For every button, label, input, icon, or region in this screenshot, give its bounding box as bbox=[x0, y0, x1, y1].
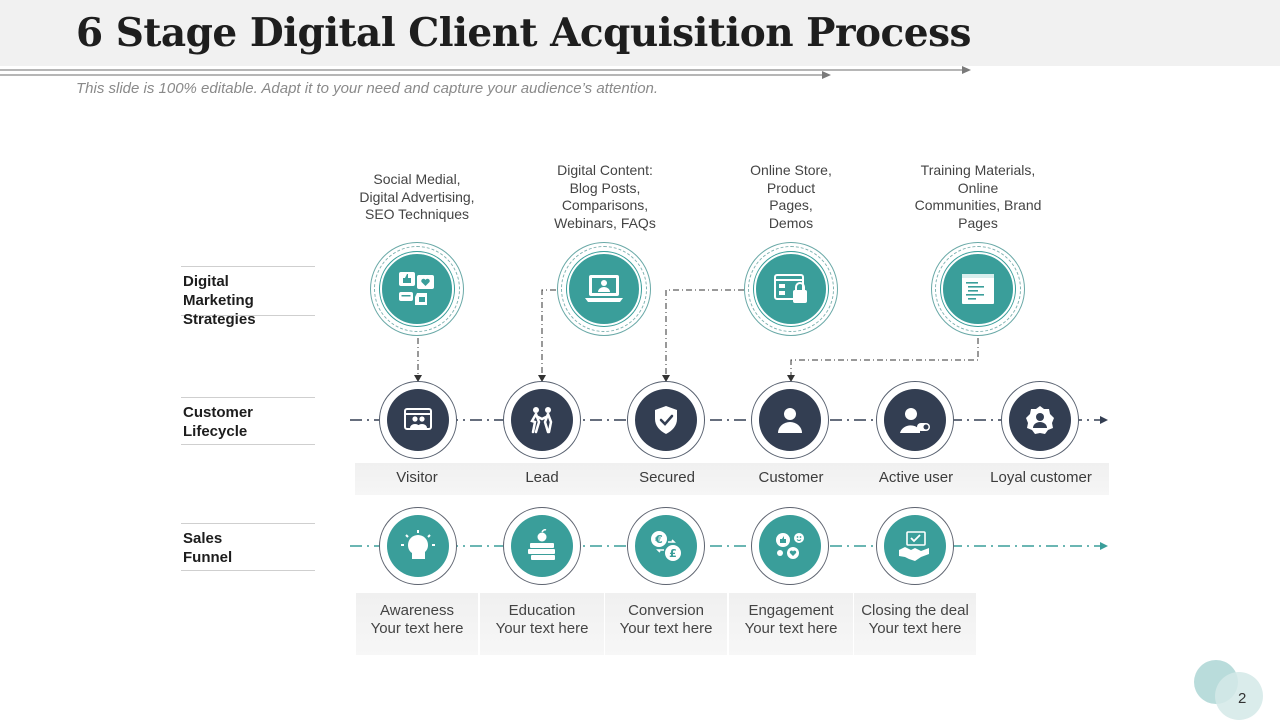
lifecycle-arrow-head bbox=[1100, 416, 1108, 424]
funnel-label-engagement-sub: Your text here bbox=[744, 620, 838, 637]
funnel-label-awareness: Awareness Your text here bbox=[356, 593, 478, 655]
loyal-customer-icon bbox=[1026, 406, 1054, 434]
funnel-circle-education bbox=[503, 507, 581, 585]
title-arrow-head-1 bbox=[962, 66, 971, 74]
connector-4 bbox=[790, 338, 979, 375]
lifecycle-circle-visitor bbox=[379, 381, 457, 459]
connector-2-head bbox=[538, 375, 546, 382]
svg-text:€: € bbox=[654, 533, 663, 546]
row-label-digital: Digital Marketing Strategies bbox=[181, 266, 315, 328]
social-media-icon bbox=[399, 272, 434, 305]
row-label-funnel: Sales Funnel bbox=[181, 523, 315, 571]
lifecycle-label-customer: Customer bbox=[729, 463, 853, 495]
funnel-circle-conversion: € £ bbox=[627, 507, 705, 585]
page-circle-2 bbox=[1215, 672, 1263, 720]
page-subtitle: This slide is 100% editable. Adapt it to… bbox=[76, 80, 659, 97]
strategy-circle-1 bbox=[370, 242, 464, 336]
funnel-label-education: Education Your text here bbox=[480, 593, 604, 655]
row-label-funnel-text: Sales Funnel bbox=[183, 530, 233, 566]
funnel-label-awareness-sub: Your text here bbox=[370, 620, 464, 637]
lead-icon bbox=[530, 407, 553, 434]
laptop-presenter-icon bbox=[585, 275, 623, 302]
row-label-lifecycle: Customer Lifecycle bbox=[181, 397, 315, 445]
reactions-icon bbox=[776, 533, 804, 559]
funnel-label-conversion-sub: Your text here bbox=[619, 620, 713, 637]
page-number: 2 bbox=[1238, 690, 1247, 707]
handshake-icon bbox=[899, 531, 929, 561]
active-user-icon bbox=[900, 408, 930, 433]
row-label-lifecycle-text: Customer Lifecycle bbox=[183, 404, 254, 440]
lifecycle-label-active-user: Active user bbox=[848, 463, 984, 495]
funnel-label-closing-deal-sub: Your text here bbox=[868, 620, 962, 637]
funnel-label-closing-deal: Closing the deal Your text here bbox=[854, 593, 976, 655]
connector-3 bbox=[665, 289, 744, 375]
lifecycle-circle-active-user bbox=[876, 381, 954, 459]
visitor-icon bbox=[404, 408, 432, 430]
lifecycle-circle-lead bbox=[503, 381, 581, 459]
funnel-label-conversion-title: Conversion bbox=[628, 602, 704, 619]
strategy-circle-2 bbox=[557, 242, 651, 336]
funnel-label-education-title: Education bbox=[508, 602, 576, 619]
lifecycle-label-visitor: Visitor bbox=[355, 463, 479, 495]
connector-1-head bbox=[414, 375, 422, 382]
title-bar bbox=[0, 0, 1280, 66]
lifecycle-circle-loyal-customer bbox=[1001, 381, 1079, 459]
funnel-circle-closing-deal bbox=[876, 507, 954, 585]
lifecycle-label-loyal-customer: Loyal customer bbox=[973, 463, 1109, 495]
funnel-circle-engagement bbox=[751, 507, 829, 585]
funnel-arrow-head bbox=[1100, 542, 1108, 550]
user-icon bbox=[778, 408, 802, 433]
books-apple-icon bbox=[528, 529, 555, 560]
idea-head-icon bbox=[401, 530, 435, 559]
lifecycle-circle-customer bbox=[751, 381, 829, 459]
lifecycle-circle-secured bbox=[627, 381, 705, 459]
connector-3-head bbox=[662, 375, 670, 382]
strategy-text-4: Training Materials, Online Communities, … bbox=[914, 162, 1042, 231]
funnel-label-awareness-title: Awareness bbox=[380, 602, 454, 619]
funnel-circle-awareness bbox=[379, 507, 457, 585]
strategy-circle-3 bbox=[744, 242, 838, 336]
funnel-label-engagement: Engagement Your text here bbox=[729, 593, 853, 655]
page-title: 6 Stage Digital Client Acquisition Proce… bbox=[76, 10, 972, 56]
online-store-icon bbox=[774, 274, 807, 303]
connector-4-head bbox=[787, 375, 795, 382]
funnel-label-education-sub: Your text here bbox=[495, 620, 589, 637]
strategy-text-3: Online Store, Product Pages, Demos bbox=[750, 162, 832, 231]
lifecycle-label-secured: Secured bbox=[599, 463, 735, 495]
strategy-text-2: Digital Content: Blog Posts, Comparisons… bbox=[554, 162, 656, 231]
funnel-label-closing-deal-title: Closing the deal bbox=[861, 602, 969, 619]
strategy-circle-4 bbox=[931, 242, 1025, 336]
shield-check-icon bbox=[655, 406, 677, 434]
funnel-label-conversion: Conversion Your text here bbox=[605, 593, 727, 655]
lifecycle-label-lead: Lead bbox=[474, 463, 610, 495]
code-window-icon bbox=[962, 274, 994, 304]
row-label-digital-text: Digital Marketing Strategies bbox=[183, 273, 256, 328]
title-arrow-head-2 bbox=[822, 71, 831, 79]
connector-2 bbox=[541, 289, 556, 375]
strategy-text-1: Social Medial, Digital Advertising, SEO … bbox=[359, 171, 475, 222]
svg-text:£: £ bbox=[669, 547, 677, 560]
currency-exchange-icon: € £ bbox=[651, 531, 681, 561]
funnel-label-engagement-title: Engagement bbox=[748, 602, 834, 619]
